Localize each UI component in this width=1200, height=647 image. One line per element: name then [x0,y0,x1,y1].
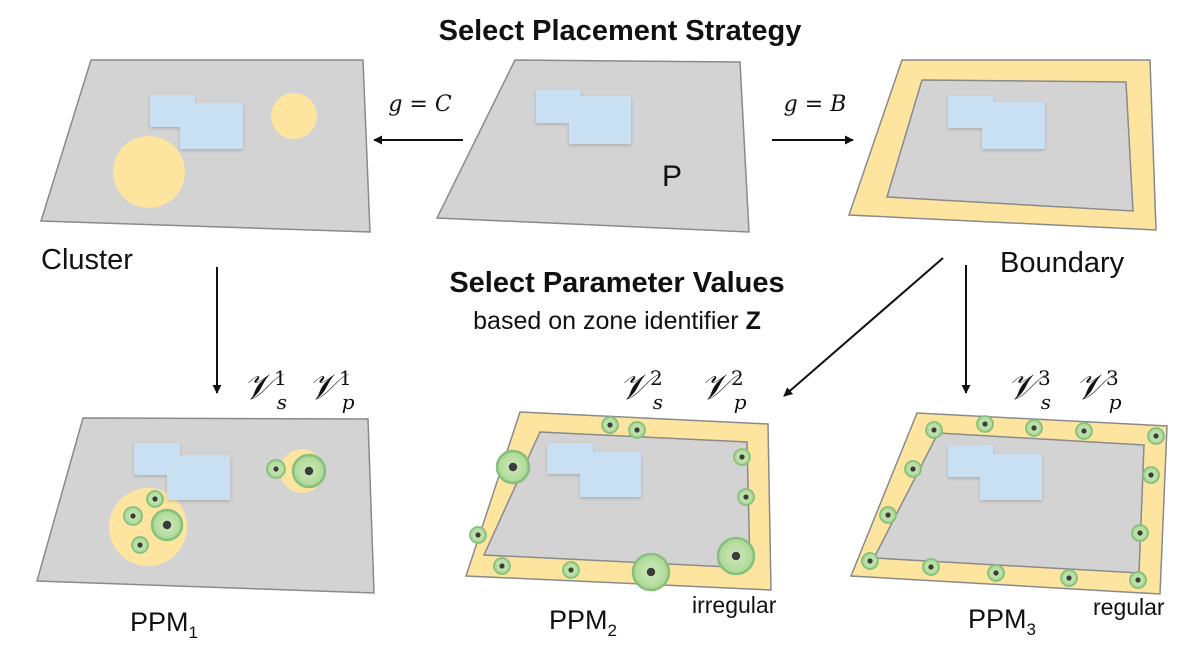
point-marker [291,453,327,489]
point-marker [987,564,1005,582]
boundary-label: Boundary [1000,247,1125,279]
point-marker [493,557,511,575]
panel-boundary: Boundary [847,59,1157,279]
ppm1-points [123,453,327,554]
subtitle-line1: Select Parameter Values [449,267,784,299]
building-block [150,95,243,149]
subtitle-line2: based on zone identifier Z [473,307,761,335]
point-marker [601,416,619,434]
cluster-zone-small [271,93,317,139]
input-plane [435,59,750,233]
building-block [547,443,641,497]
cluster-zone-large [113,136,185,208]
point-marker [631,552,671,592]
point-marker [146,490,164,508]
point-marker [150,508,184,542]
ppm2-points [469,416,756,592]
point-marker [925,421,943,439]
point-marker [131,536,149,554]
ppm1-plane [36,417,375,594]
point-marker [495,449,531,485]
arrow-boundary-to-ppm2 [783,257,944,397]
building-block [948,445,1042,500]
point-marker [123,506,143,526]
point-marker [628,421,646,439]
panel-ppm3: PPM3 regular [849,412,1168,639]
point-marker [879,506,897,524]
point-marker [1025,419,1043,437]
ppm3-label: PPM3 [968,604,1036,639]
point-marker [1060,569,1078,587]
point-marker [733,448,751,466]
panel-cluster: Cluster [39,59,371,276]
panel-ppm2: PPM2 irregular [464,411,777,640]
point-marker [469,526,487,544]
point-marker [1142,466,1160,484]
arrow-to-cluster: g = C [373,92,463,145]
arrow-to-cluster-label: g = C [388,92,452,117]
input-label: P [662,160,682,193]
arrow-to-boundary-label: g = B [784,92,847,117]
building-block [134,443,230,500]
point-marker [1131,524,1149,542]
arrow-to-boundary: g = B [772,92,854,145]
ppm3-points [861,415,1165,589]
point-marker [1075,422,1093,440]
title: Select Placement Strategy [439,15,802,47]
cluster-label: Cluster [41,244,133,276]
ppm1-label: PPM1 [130,607,198,642]
point-marker [861,552,879,570]
point-marker [904,460,922,478]
building-block [536,90,631,144]
ppm2-note: irregular [692,592,777,618]
ppm2-label: PPM2 [549,605,617,640]
ppm3-note: regular [1093,594,1165,620]
point-marker [266,459,286,479]
point-marker [976,415,994,433]
panel-ppm1: PPM1 [36,417,375,642]
point-marker [1129,571,1147,589]
point-marker [922,558,940,576]
point-marker [562,561,580,579]
point-marker [737,488,755,506]
point-marker [716,536,756,576]
building-block [948,96,1045,149]
point-marker [1147,427,1165,445]
panel-input: P [435,59,750,233]
